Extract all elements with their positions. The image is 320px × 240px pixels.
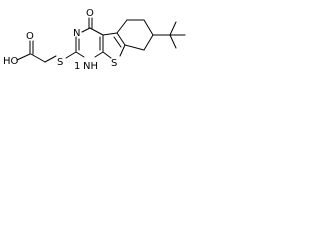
bond-c4a-c4b <box>102 32 118 36</box>
tert-butyl-group <box>152 21 186 49</box>
cyclohexane-ring <box>116 19 154 51</box>
bond-s-c2 <box>65 51 77 59</box>
thiophene-sulfur-label: S <box>111 58 117 69</box>
thioether-sulfur-label: S <box>57 57 63 68</box>
bond-c-ch2 <box>30 53 46 63</box>
chemical-structure-diagram: HO O S O N NH 1 S <box>3 8 186 72</box>
bond-c4-c4a <box>89 27 104 36</box>
carbonyl-oxygen-label: O <box>86 8 94 19</box>
acid-oh-label: HO <box>3 56 19 67</box>
nh-locant: 1 <box>74 61 80 72</box>
bond-c4b-c8b <box>116 32 126 46</box>
bond-c8a-n1 <box>94 51 104 58</box>
bond-cq-me1 <box>169 21 177 36</box>
bond-c4b-c5 <box>116 19 128 34</box>
acid-carbonyl-o-label: O <box>26 31 34 42</box>
bond-n3-c4 <box>81 27 91 33</box>
bond-c7-c8 <box>143 34 154 51</box>
ring-nitrogen-label: N <box>73 28 80 39</box>
bond-s-c8a <box>102 51 112 59</box>
nh-label: NH <box>83 61 98 72</box>
carboxylic-acid-group <box>16 40 57 63</box>
pyrimidinone-ring <box>75 17 104 58</box>
bond-ch2-s <box>44 55 57 63</box>
bond-c8b-s <box>119 44 126 57</box>
bond-c6-c7 <box>143 19 154 36</box>
bond-c8-c8b <box>124 44 145 51</box>
bond-n1-c2 <box>75 51 85 58</box>
thiophene-ring <box>102 32 126 59</box>
bond-c4b-c8b-inner <box>113 36 122 48</box>
bond-oh-c <box>16 53 31 61</box>
bond-cq-me3 <box>169 34 177 49</box>
